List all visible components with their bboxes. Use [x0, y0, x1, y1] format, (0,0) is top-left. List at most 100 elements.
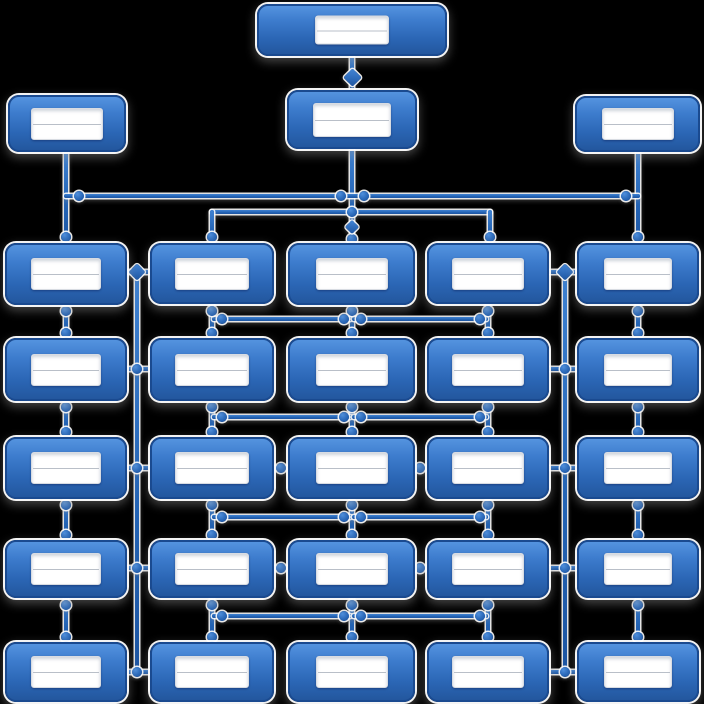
- connector-line: [636, 597, 640, 644]
- node-l2-mid[interactable]: [287, 90, 417, 149]
- connector-junction-dot: [347, 207, 357, 217]
- connector-junction-dot: [356, 611, 366, 621]
- node-label-placeholder: [175, 257, 249, 290]
- connector-junction-dot: [132, 364, 142, 374]
- node-label-placeholder: [604, 353, 672, 386]
- connector-junction-dot: [475, 314, 485, 324]
- connector-junction-dot: [485, 232, 495, 242]
- connector-junction-dot: [633, 530, 643, 540]
- node-r5-c4[interactable]: [427, 437, 549, 499]
- connector-junction-dot: [217, 611, 227, 621]
- node-label-placeholder: [31, 107, 103, 140]
- node-label-placeholder: [315, 15, 389, 45]
- connector-line: [636, 303, 640, 340]
- node-label-placeholder: [31, 452, 101, 484]
- connector-line: [350, 303, 354, 340]
- node-r7-c5[interactable]: [577, 642, 699, 702]
- connector-junction-dot: [633, 500, 643, 510]
- node-r3-c2[interactable]: [150, 243, 274, 304]
- node-r3-c4[interactable]: [427, 243, 549, 304]
- connector-junction-dot: [347, 530, 357, 540]
- connector-diamond: [342, 67, 362, 87]
- node-r5-c1[interactable]: [5, 437, 127, 499]
- node-r7-c4[interactable]: [427, 642, 549, 702]
- node-label-placeholder: [604, 553, 672, 585]
- connector-line: [210, 497, 214, 542]
- node-r4-c5[interactable]: [577, 338, 699, 401]
- connector-line: [486, 399, 490, 439]
- node-r5-c2[interactable]: [150, 437, 274, 499]
- connector-diamond: [128, 263, 146, 281]
- node-r6-c3[interactable]: [288, 540, 415, 598]
- connector-junction-dot: [132, 463, 142, 473]
- node-r3-c5[interactable]: [577, 243, 699, 304]
- connector-junction-dot: [347, 328, 357, 338]
- node-label-placeholder: [604, 257, 672, 290]
- connector-junction-dot: [560, 667, 570, 677]
- connector-line: [352, 415, 488, 419]
- connector-junction-dot: [415, 563, 425, 573]
- connector-junction-dot: [560, 463, 570, 473]
- connector-junction-dot: [132, 667, 142, 677]
- connector-junction-dot: [633, 402, 643, 412]
- node-r4-c1[interactable]: [5, 338, 127, 401]
- connector-line: [212, 614, 352, 618]
- connector-junction-dot: [560, 563, 570, 573]
- connector-line: [210, 303, 214, 340]
- node-label-placeholder: [31, 656, 101, 688]
- node-l2-right[interactable]: [575, 96, 700, 152]
- connector-line: [64, 303, 68, 340]
- node-r7-c2[interactable]: [150, 642, 274, 702]
- node-r4-c4[interactable]: [427, 338, 549, 401]
- node-label-placeholder: [452, 553, 524, 585]
- connector-junction-dot: [276, 563, 286, 573]
- connector-junction-dot: [633, 632, 643, 642]
- connector-line: [486, 597, 490, 644]
- connector-line: [352, 317, 488, 321]
- node-label-placeholder: [313, 102, 391, 137]
- node-label-placeholder: [175, 553, 249, 585]
- node-r6-c5[interactable]: [577, 540, 699, 598]
- connector-junction-dot: [633, 306, 643, 316]
- connector-junction-dot: [475, 412, 485, 422]
- connector-junction-dot: [132, 563, 142, 573]
- connector-junction-dot: [217, 314, 227, 324]
- node-label-placeholder: [452, 656, 524, 688]
- connector-junction-dot: [61, 232, 71, 242]
- connector-line: [486, 497, 490, 542]
- connector-junction-dot: [336, 191, 346, 201]
- connector-line: [212, 515, 352, 519]
- connector-junction-dot: [359, 191, 369, 201]
- connector-junction-dot: [356, 314, 366, 324]
- node-r4-c3[interactable]: [288, 338, 415, 401]
- node-r7-c3[interactable]: [288, 642, 415, 702]
- node-l2-left[interactable]: [8, 95, 126, 152]
- node-r6-c4[interactable]: [427, 540, 549, 598]
- node-r6-c2[interactable]: [150, 540, 274, 598]
- node-r4-c2[interactable]: [150, 338, 274, 401]
- node-r3-c1[interactable]: [5, 243, 127, 305]
- connector-junction-dot: [207, 427, 217, 437]
- connector-junction-dot: [483, 632, 493, 642]
- connector-line: [350, 497, 354, 542]
- node-r7-c1[interactable]: [5, 642, 127, 702]
- connector-junction-dot: [347, 427, 357, 437]
- node-r5-c5[interactable]: [577, 437, 699, 499]
- connector-line: [64, 399, 68, 439]
- connector-line: [486, 303, 490, 340]
- connector-junction-dot: [207, 402, 217, 412]
- node-label-placeholder: [315, 452, 388, 484]
- node-label-placeholder: [315, 656, 388, 688]
- node-label-placeholder: [604, 452, 672, 484]
- node-r6-c1[interactable]: [5, 540, 127, 598]
- connector-junction-dot: [61, 402, 71, 412]
- node-r5-c3[interactable]: [288, 437, 415, 499]
- node-r3-c3[interactable]: [288, 243, 415, 305]
- connector-junction-dot: [347, 402, 357, 412]
- connector-junction-dot: [339, 611, 349, 621]
- connector-junction-dot: [207, 530, 217, 540]
- connector-junction-dot: [356, 512, 366, 522]
- node-root[interactable]: [257, 4, 447, 56]
- connector-junction-dot: [347, 632, 357, 642]
- node-label-placeholder: [452, 257, 524, 290]
